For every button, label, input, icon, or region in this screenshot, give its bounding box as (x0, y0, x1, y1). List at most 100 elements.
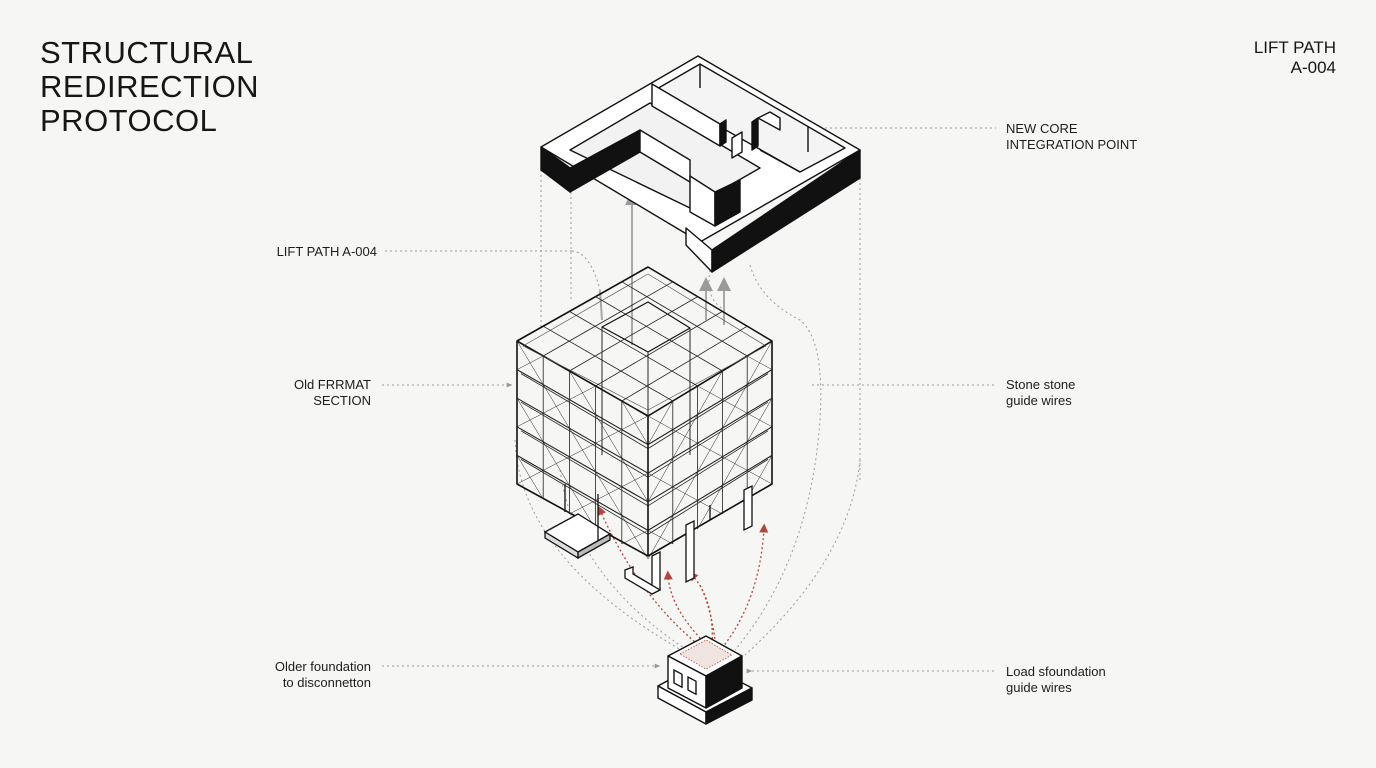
frame-brace-left (569, 385, 596, 400)
frame-top-grid-b (543, 281, 673, 357)
title-line-3: PROTOCOL (40, 103, 218, 138)
frame-brace-left (595, 486, 622, 501)
callout-old-foundation-line-1: Older foundation (274, 659, 371, 674)
cube-front-edge-left (516, 340, 649, 417)
frame-floor-left (516, 426, 649, 503)
frame-brace-left (569, 442, 596, 458)
frame-brace-right (672, 414, 698, 459)
frame-brace-left (595, 429, 622, 444)
foundation-redirect-zone (679, 639, 733, 670)
frame-grid (516, 281, 773, 560)
frame-brace-left (516, 355, 544, 370)
cube-front-edge-right (647, 340, 773, 417)
redirect-arrows (597, 505, 769, 651)
frame-floor-left (516, 397, 649, 474)
lift-arrow-4 (599, 289, 603, 321)
callout-guide-wires-mid-line-1: Stone stone (1006, 377, 1076, 392)
callout-guide-wires-mid-line-2: guide wires (1006, 393, 1072, 408)
leader-lift-path-bend (571, 250, 601, 291)
callout-load-foundation: Load sfoundation guide wires (1006, 664, 1106, 696)
callout-new-core: NEW CORE INTEGRATION POINT (1006, 121, 1137, 153)
callout-load-foundation-line-2: guide wires (1006, 680, 1072, 695)
callout-load-foundation-line-1: Load sfoundation (1006, 664, 1106, 679)
frame-top-grid-a (569, 311, 698, 387)
guide-wire-curve-2 (744, 459, 861, 656)
frame-brace-left (621, 472, 649, 488)
leader-lines (382, 125, 996, 674)
corner-tag: LIFT PATH A-004 (1254, 38, 1336, 78)
frame-brace-left (543, 456, 570, 471)
title-line-2: REDIRECTION (40, 69, 260, 104)
corner-tag-line-1: LIFT PATH (1253, 38, 1336, 57)
frame-floor-right-inner (647, 430, 769, 507)
frame-brace-left (621, 415, 649, 430)
frame-brace-right (647, 458, 674, 502)
frame-floor-right-inner (647, 401, 769, 478)
frame-leg-right (743, 484, 753, 532)
frame-brace-right (697, 428, 723, 472)
foundation-window-2 (687, 676, 697, 696)
callout-old-frame-line-2: SECTION (313, 393, 371, 408)
frame-brace-right (722, 441, 748, 486)
callout-old-foundation-line-2: to disconnetton (282, 675, 371, 690)
frame-top-grid-b (569, 296, 698, 372)
top-slab (540, 55, 861, 273)
frame-brace-right (746, 398, 773, 442)
frame-brace-left (516, 470, 544, 485)
frame-floor-left (516, 454, 649, 531)
redirect-arrow-1 (597, 505, 706, 651)
frame-leg-foot (624, 566, 662, 595)
redirect-arrow-5 (721, 523, 769, 649)
slab-face-front-right (711, 149, 861, 273)
fallen-plate-edge-2 (577, 532, 611, 560)
frame-brace-right (697, 370, 723, 415)
guide-wire-curve-4 (514, 439, 691, 656)
frame-brace-left (543, 399, 570, 414)
frame-floor-right (647, 369, 773, 446)
callout-lift-path: LIFT PATH A-004 (277, 244, 377, 260)
frame-top-grid-b (595, 311, 723, 387)
frame-floor-left-inner (520, 373, 649, 449)
frame-floor-right-inner (647, 459, 769, 535)
title-line-1: STRUCTURAL (40, 35, 254, 70)
guide-wire-curve-1 (734, 264, 822, 651)
slab-edge-2 (759, 149, 801, 173)
frame-brace-right (746, 340, 773, 385)
redirect-arrow-4 (699, 584, 717, 649)
guide-wire-curve-3 (708, 269, 726, 311)
callout-old-foundation: Older foundation to disconnetton (275, 659, 371, 691)
frame-floor-right-inner (647, 373, 769, 449)
foundation-block (657, 635, 753, 725)
callout-new-core-line-1: NEW CORE (1006, 121, 1078, 136)
foundation-window-1 (673, 669, 683, 689)
frame-floor-left-inner (520, 430, 649, 507)
slab-inner-wall-2 (731, 131, 743, 159)
frame-floor-left (516, 369, 649, 446)
foundation-base-right (705, 687, 753, 725)
callout-lift-path-line-1: LIFT PATH A-004 (276, 244, 377, 259)
slab-inner-wall-1-end (719, 119, 727, 147)
foundation-side (705, 655, 743, 709)
frame-brace-right (647, 515, 674, 560)
fallen-plate (543, 513, 612, 553)
cube-outline (516, 266, 773, 557)
redirect-arrow-3 (688, 571, 713, 649)
corner-tag-line-2: A-004 (1290, 58, 1336, 77)
frame-brace-left (569, 500, 596, 515)
frame-floor-left-inner (520, 459, 649, 535)
diagram-title: STRUCTURAL REDIRECTION PROTOCOL (40, 36, 259, 138)
frame-brace-right (672, 471, 698, 516)
frame-brace-right (647, 400, 674, 445)
slab-inner-wall-3 (751, 117, 759, 151)
slab-inner-wall-3-top (757, 111, 781, 131)
frame-floor-right (647, 454, 773, 531)
frame-cube (516, 266, 773, 557)
frame-top-grid-a (621, 281, 748, 357)
frame-floor-left-inner (520, 401, 649, 478)
frame-top-grid-a (543, 325, 673, 402)
callout-old-frame-line-1: Old FRRMAT (293, 377, 371, 392)
frame-top-grid-b (621, 325, 748, 402)
slab-inner-wall-4-side (714, 179, 741, 227)
frame-brace-right (722, 384, 748, 429)
